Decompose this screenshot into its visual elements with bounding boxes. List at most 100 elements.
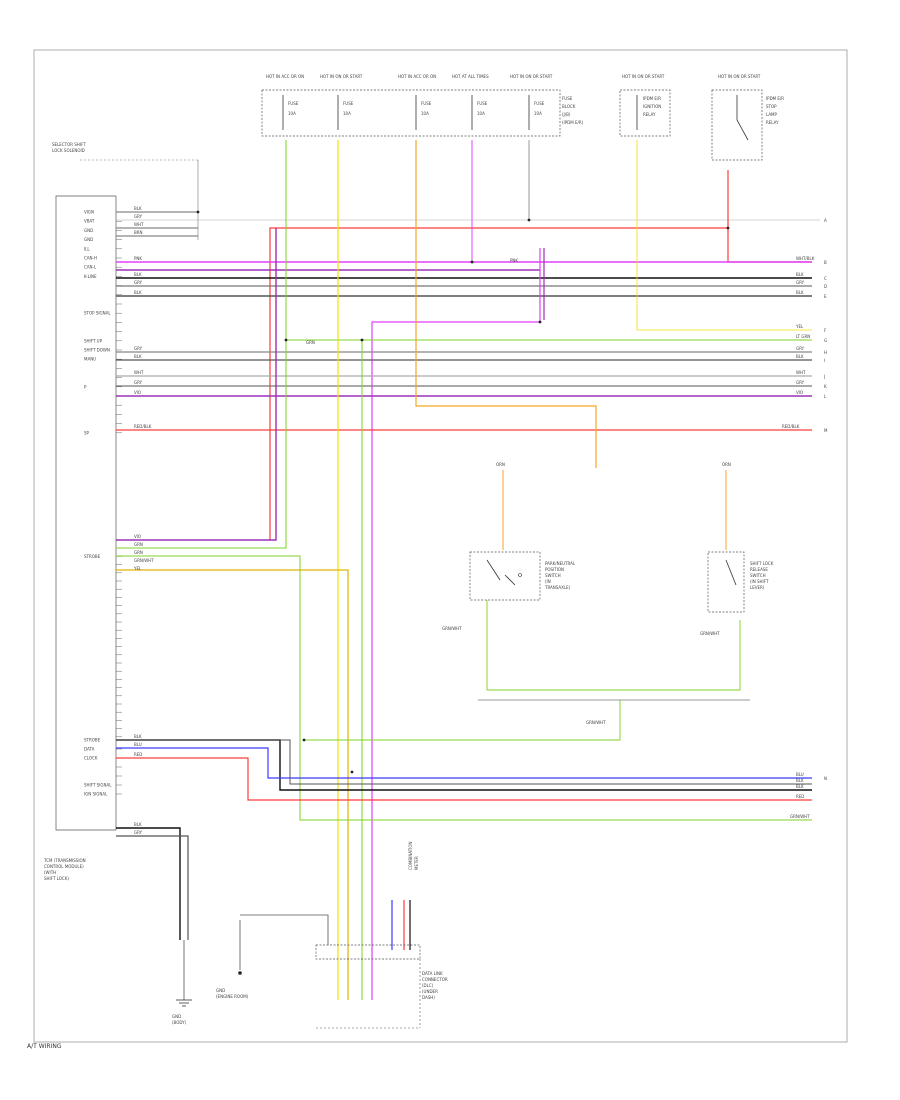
wire-shift-signal	[116, 827, 181, 940]
tcm-module: TCM (TRANSMISSION CONTROL MODULE) (WITH …	[43, 195, 117, 881]
svg-text:WHT/BLK: WHT/BLK	[796, 256, 815, 261]
right-pin-C: C	[824, 276, 827, 281]
svg-text:TRANSAXLE): TRANSAXLE)	[544, 585, 571, 590]
lower-pin-label-6: IGN SIGNAL	[84, 792, 108, 797]
wire-magenta-ecu	[116, 228, 277, 541]
wires	[116, 140, 820, 1000]
svg-text:BLK: BLK	[134, 206, 142, 211]
wire-data	[116, 747, 812, 779]
svg-text:LAMP: LAMP	[766, 112, 778, 117]
svg-text:FUSE: FUSE	[562, 96, 573, 101]
svg-text:RELAY: RELAY	[766, 120, 779, 125]
wire-magenta-vert	[371, 248, 541, 1000]
svg-text:BLK: BLK	[134, 354, 142, 359]
upper-pin-label-19: P	[84, 384, 87, 389]
right-pin-M: M	[824, 428, 828, 433]
svg-text:LOCK SOLENOID: LOCK SOLENOID	[52, 148, 85, 153]
fuse-2-line-2: 10A	[343, 111, 351, 116]
right-pin-J: J	[823, 374, 825, 379]
svg-text:BRN: BRN	[134, 230, 143, 235]
right-pin-I: I	[824, 358, 825, 363]
upper-pin-label-6: CAN-L	[84, 265, 97, 270]
svg-text:DATA LINK: DATA LINK	[422, 971, 443, 976]
upper-pin-label-11: STOP SIGNAL	[84, 311, 111, 316]
fuse-3-line-2: 10A	[421, 111, 429, 116]
svg-text:GRY: GRY	[134, 830, 143, 835]
right-pin-F: F	[824, 328, 827, 333]
svg-text:RED/BLK: RED/BLK	[134, 424, 152, 429]
svg-text:BLK: BLK	[134, 290, 142, 295]
svg-text:GND: GND	[216, 988, 225, 993]
svg-text:BLU: BLU	[134, 742, 142, 747]
svg-text:CONNECTOR: CONNECTOR	[422, 977, 448, 982]
wire-green-long	[116, 140, 287, 549]
wire-green-2	[116, 555, 812, 821]
fuse-1-header: HOT IN ACC OR ON	[266, 74, 304, 79]
lower-pin-label-2: CLOCK	[84, 756, 98, 761]
svg-text:SELECTOR SHIFT: SELECTOR SHIFT	[52, 142, 86, 147]
svg-text:(UNDER: (UNDER	[422, 989, 438, 994]
svg-text:PNK: PNK	[134, 256, 142, 261]
middle-pin-label-2: STROBE	[84, 554, 101, 559]
svg-text:IPDM E/R: IPDM E/R	[766, 96, 784, 101]
upper-pin-label-14: SHIFT UP	[84, 338, 103, 343]
svg-text:SWITCH: SWITCH	[750, 573, 766, 578]
wire-yellow-h	[116, 569, 349, 1000]
svg-text:(DLC): (DLC)	[422, 983, 434, 988]
right-pin-H: H	[824, 350, 827, 355]
svg-text:VIO: VIO	[134, 390, 141, 395]
ground-symbol-mid: GND (ENGINE ROOM)	[216, 971, 249, 999]
svg-text:SHIFT LOCK: SHIFT LOCK	[750, 561, 774, 566]
right-pin-A: A	[824, 218, 827, 223]
upper-pin-label-3: GND	[84, 237, 93, 242]
upper-pin-label-15: SHIFT DOWN	[84, 348, 110, 353]
svg-text:HOT IN ON OR START: HOT IN ON OR START	[622, 74, 665, 79]
svg-text:GRY: GRY	[796, 280, 805, 285]
fuse-1: HOT IN ACC OR ON FUSE 10A	[266, 74, 304, 130]
right-pin-D: D	[824, 284, 827, 289]
diagram-frame	[33, 49, 848, 1043]
fuse-5-header: HOT IN ON OR START	[510, 74, 553, 79]
fuse-2-header: HOT IN ON OR START	[320, 74, 363, 79]
shift-lock-solenoid-label: SELECTOR SHIFT LOCK SOLENOID	[52, 142, 199, 240]
svg-text:POSITION: POSITION	[545, 567, 564, 572]
svg-text:LT GRN: LT GRN	[796, 334, 810, 339]
wire-color-labels: BLK GRY WHT BRN PNK BLK GRY BLK GRY BLK …	[133, 206, 815, 835]
svg-text:BLK: BLK	[796, 272, 804, 277]
wire-gnd-dlc-2	[240, 914, 329, 945]
svg-text:GRY: GRY	[134, 346, 143, 351]
right-pin-G: G	[824, 338, 827, 343]
svg-text:SHIFT LOCK): SHIFT LOCK)	[44, 876, 69, 881]
fuse-4-line-1: FUSE	[477, 101, 488, 106]
fuse-4: HOT AT ALL TIMES FUSE 10A	[452, 74, 489, 130]
svg-text:VIO: VIO	[134, 534, 141, 539]
svg-text:BLK: BLK	[134, 822, 142, 827]
svg-text:CONTROL MODULE): CONTROL MODULE)	[44, 864, 84, 869]
fuse-2: HOT IN ON OR START FUSE 10A	[320, 74, 363, 130]
svg-text:STOP: STOP	[766, 104, 777, 109]
svg-text:RELAY: RELAY	[643, 112, 656, 117]
ground-symbol-left: GND (BODY)	[172, 940, 192, 1025]
wire-switch-left-gnd	[486, 600, 741, 691]
svg-text:WHT: WHT	[134, 370, 144, 375]
svg-text:BLU: BLU	[796, 772, 804, 777]
right-pin-K: K	[824, 384, 827, 389]
svg-text:(J/B): (J/B)	[562, 112, 571, 117]
relay-block-2: HOT IN ON OR START IPDM E/R STOP LAMP RE…	[711, 74, 784, 161]
svg-text:GRN/WHT: GRN/WHT	[790, 814, 810, 819]
svg-text:YEL: YEL	[133, 566, 142, 571]
svg-text:PNK: PNK	[510, 258, 518, 263]
svg-text:BLK: BLK	[796, 778, 804, 783]
svg-text:(IN SHIFT: (IN SHIFT	[750, 579, 769, 584]
upper-pin-label-1: VBAT	[84, 219, 95, 224]
switch-left-top-label: ORN	[496, 462, 505, 467]
lower-pin-label-1: DATA	[84, 747, 95, 752]
wire-relay-1	[636, 140, 812, 331]
switch-right-ground-label: GRN/WHT	[700, 631, 720, 636]
splice-points	[196, 210, 730, 774]
svg-text:WHT: WHT	[134, 222, 144, 227]
svg-text:BLOCK: BLOCK	[562, 104, 576, 109]
